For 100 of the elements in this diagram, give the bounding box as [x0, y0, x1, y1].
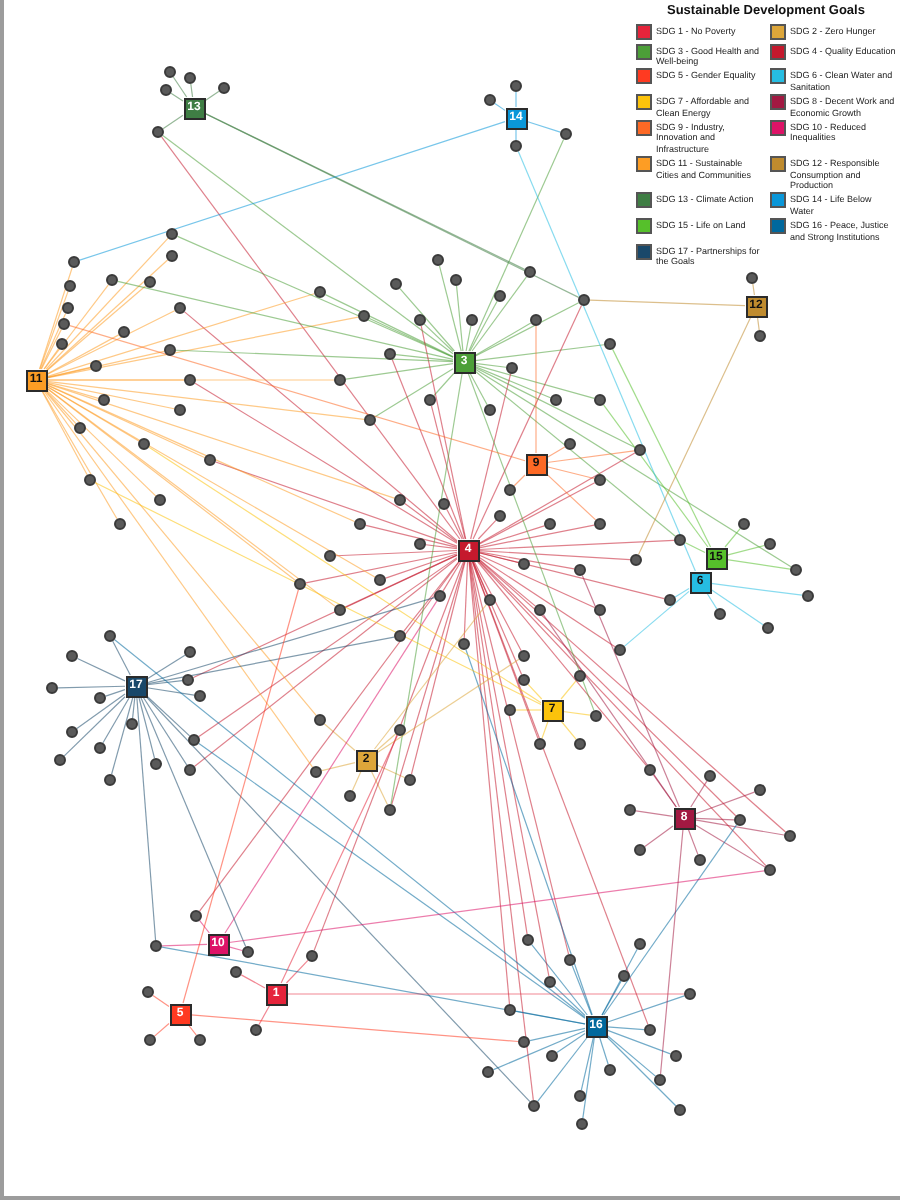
connector-line	[39, 291, 69, 370]
connector-line	[635, 810, 674, 817]
connector-line	[674, 588, 690, 598]
connector-line	[313, 560, 465, 951]
connector-line	[442, 560, 462, 592]
connector-line	[323, 723, 356, 752]
connector-line	[228, 946, 243, 952]
connector-line	[515, 1010, 586, 1025]
connector-line	[724, 528, 741, 548]
connector-line	[136, 696, 157, 941]
connector-line	[465, 649, 593, 1016]
connector-line	[46, 334, 120, 375]
connector-line	[433, 372, 455, 397]
connector-line	[531, 944, 588, 1016]
connector-line	[477, 560, 767, 867]
connector-line	[478, 554, 596, 609]
connector-line	[198, 557, 458, 738]
connector-line	[473, 560, 522, 652]
connector-line	[324, 294, 454, 358]
connector-line	[474, 322, 532, 357]
connector-line	[468, 560, 511, 1005]
connector-line	[162, 114, 184, 130]
connector-line	[474, 370, 676, 537]
connector-line	[515, 128, 517, 141]
connector-line	[694, 824, 766, 868]
connector-line	[478, 482, 596, 545]
connector-line	[391, 358, 465, 540]
connector-line	[580, 1036, 595, 1091]
connector-line	[637, 316, 752, 556]
connector-line	[40, 312, 67, 370]
connector-line	[589, 299, 746, 307]
connector-line	[471, 560, 649, 1025]
connector-line	[79, 121, 506, 261]
connector-line	[46, 285, 147, 372]
connector-line	[446, 508, 463, 540]
connector-line	[140, 696, 247, 948]
connector-line	[471, 560, 539, 739]
connector-line	[403, 560, 460, 632]
connector-line	[598, 1036, 609, 1065]
connector-line	[176, 235, 454, 358]
connector-line	[430, 405, 466, 540]
connector-line	[46, 387, 336, 607]
connector-line	[385, 553, 458, 579]
connector-line	[76, 657, 126, 682]
connector-line	[553, 985, 586, 1017]
connector-line	[478, 560, 737, 817]
connector-line	[76, 693, 126, 730]
connector-line	[560, 680, 577, 700]
connector-line	[606, 1036, 677, 1107]
connector-line	[373, 604, 487, 750]
connector-line	[161, 946, 586, 1025]
connector-line	[478, 452, 636, 545]
connector-line	[535, 325, 537, 454]
connector-line	[687, 828, 699, 855]
connector-line	[476, 560, 647, 766]
connector-line	[138, 696, 156, 759]
connector-line	[45, 237, 169, 370]
connector-line	[146, 695, 191, 737]
connector-line	[228, 870, 765, 944]
connector-line	[463, 560, 469, 639]
connector-line	[472, 560, 523, 676]
connector-line	[172, 76, 188, 98]
connector-line	[556, 1032, 586, 1054]
connector-line	[376, 658, 520, 754]
connector-line	[465, 325, 472, 352]
connector-line	[606, 1026, 645, 1031]
connector-line	[161, 943, 208, 947]
connector-line	[146, 687, 195, 696]
connector-line	[410, 560, 466, 775]
connector-line	[694, 817, 735, 821]
connector-line	[455, 285, 464, 352]
connector-line	[478, 525, 545, 548]
connector-line	[46, 259, 169, 371]
connector-line	[659, 828, 684, 1075]
connector-line	[365, 524, 458, 548]
connector-line	[474, 362, 507, 368]
connector-line	[515, 91, 517, 108]
connector-line	[305, 551, 458, 584]
connector-line	[542, 614, 677, 808]
connector-line	[582, 1036, 595, 1119]
connector-line	[194, 382, 458, 544]
connector-line	[726, 559, 791, 570]
connector-line	[537, 1036, 589, 1102]
connector-line	[477, 519, 497, 540]
connector-line	[204, 90, 220, 102]
connector-line	[148, 446, 542, 704]
connector-line	[152, 994, 170, 1008]
connector-line	[376, 764, 406, 779]
connector-line	[146, 597, 435, 684]
connector-line	[529, 1027, 586, 1042]
connector-line	[41, 390, 88, 476]
connector-line	[470, 373, 512, 540]
connector-line	[478, 552, 665, 600]
connector-line	[606, 1034, 656, 1077]
connector-line	[468, 560, 534, 1101]
connector-line	[184, 311, 458, 542]
connector-line	[756, 316, 760, 331]
connector-line	[114, 639, 586, 1018]
connector-line	[146, 654, 186, 680]
connector-line	[153, 1022, 170, 1037]
